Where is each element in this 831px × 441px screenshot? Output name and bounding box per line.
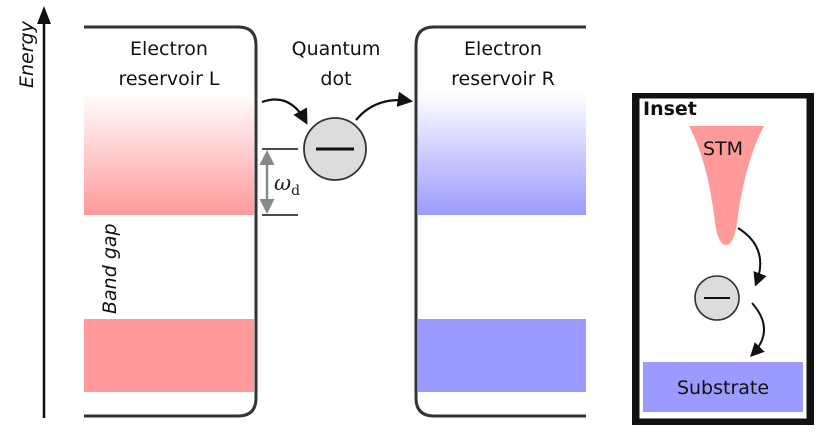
inset-panel	[632, 93, 814, 425]
tip-to-dot-arrow	[737, 227, 767, 287]
right-reservoir-frame	[414, 25, 586, 418]
tunnel-arrow-dot-to-right	[355, 91, 414, 121]
inset-title: Inset	[643, 98, 697, 120]
band-gap-label: Band gap	[99, 223, 121, 314]
reservoir-left-title-line2: reservoir L	[118, 68, 219, 90]
level-spacing-label: ωd	[274, 171, 300, 199]
stm-tip	[689, 126, 764, 245]
left-conduction-band	[84, 92, 254, 215]
quantum-dot-title-line2: dot	[320, 68, 351, 90]
tunnel-arrow-left-to-dot	[261, 98, 308, 125]
substrate-block	[643, 362, 803, 412]
quantum-dot-title-line1: Quantum	[292, 38, 381, 60]
substrate-label: Substrate	[677, 377, 769, 399]
dot-to-substrate-arrow	[750, 302, 765, 358]
level-spacing-indicator	[259, 148, 298, 216]
reservoir-right-title-line2: reservoir R	[451, 68, 555, 90]
quantum-dot	[303, 117, 367, 181]
right-valence-band	[418, 319, 586, 392]
reservoir-right-title-line1: Electron	[464, 38, 542, 60]
left-reservoir-frame	[84, 25, 258, 418]
reservoir-left	[84, 25, 258, 418]
energy-axis-label: Energy	[16, 20, 38, 88]
stm-label: STM	[703, 138, 743, 160]
reservoir-left-title-line1: Electron	[130, 38, 208, 60]
energy-axis	[37, 6, 51, 418]
left-valence-band	[84, 319, 254, 392]
right-conduction-band	[418, 92, 586, 215]
reservoir-right	[414, 25, 586, 418]
